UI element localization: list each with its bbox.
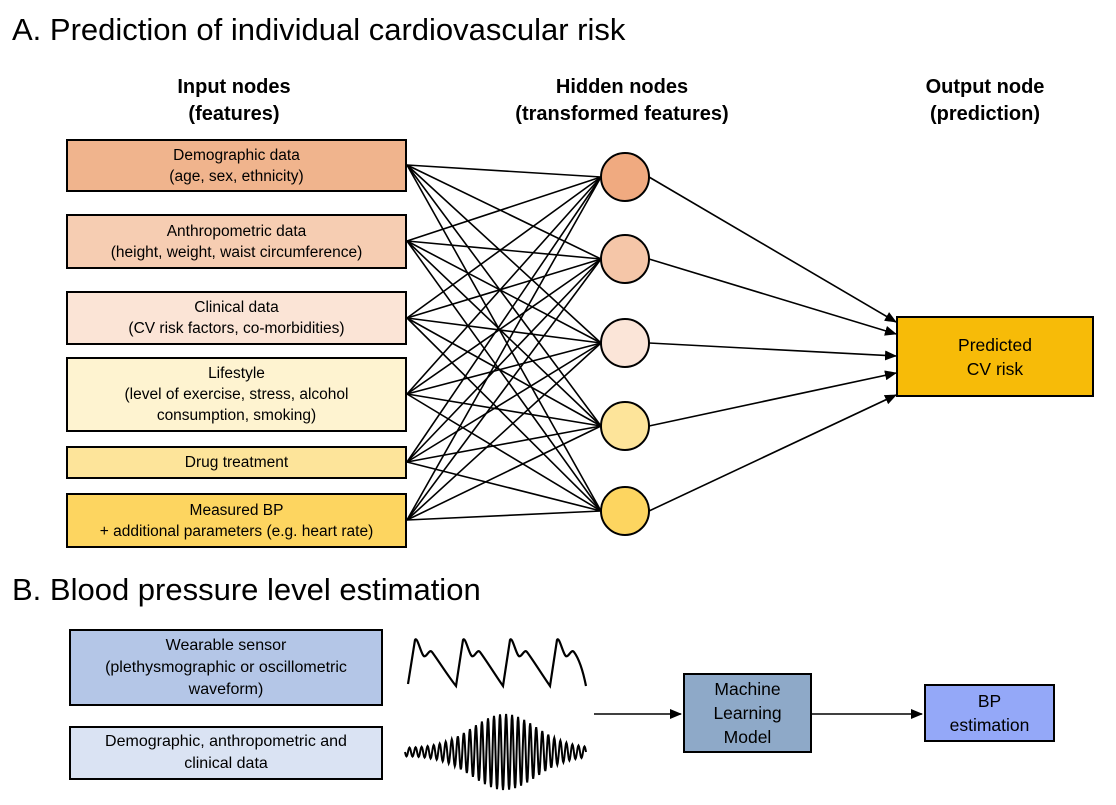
connection-line xyxy=(406,317,602,344)
demographic-data-box: Demographic, anthropometric and clinical… xyxy=(69,726,383,780)
model-label: Learning xyxy=(713,703,782,723)
input-nodes-header: Input nodes (features) xyxy=(134,74,334,128)
connection-line xyxy=(406,425,602,521)
input-box-clinical: Clinical data (CV risk factors, co-morbi… xyxy=(66,291,407,345)
bp-label: estimation xyxy=(949,715,1030,735)
connection-line xyxy=(406,164,602,178)
oscillometric-waveform-icon xyxy=(404,713,587,791)
output-header-line1: Output node xyxy=(925,76,1045,98)
input-label: (height, weight, waist circumference) xyxy=(110,243,363,261)
connection-line xyxy=(406,342,602,463)
input-label: + additional parameters (e.g. heart rate… xyxy=(99,522,374,540)
connection-line xyxy=(406,240,602,344)
connection-line xyxy=(406,164,602,344)
hidden-header-line1: Hidden nodes xyxy=(555,76,689,98)
connection-line xyxy=(406,240,602,260)
input-box-demographic: Demographic data (age, sex, ethnicity) xyxy=(66,139,407,192)
input-label: Lifestyle xyxy=(208,365,265,382)
connection-line xyxy=(406,176,602,463)
input-box-lifestyle: Lifestyle (level of exercise, stress, al… xyxy=(66,357,407,432)
input-label: Measured BP xyxy=(189,501,284,519)
hidden-output-connections xyxy=(648,176,897,512)
input-label: Clinical data xyxy=(194,299,279,316)
hidden-node xyxy=(600,486,650,536)
input-label: Drug treatment xyxy=(184,454,289,471)
output-arrow xyxy=(648,394,897,512)
hidden-nodes-header: Hidden nodes (transformed features) xyxy=(472,74,772,128)
machine-learning-model-box: Machine Learning Model xyxy=(683,673,812,753)
connection-line xyxy=(406,240,602,512)
model-label: Machine xyxy=(714,679,781,699)
connection-line xyxy=(406,258,602,319)
connection-line xyxy=(406,342,602,395)
bp-label: BP xyxy=(977,691,1002,711)
connection-line xyxy=(406,176,602,242)
hidden-node xyxy=(600,401,650,451)
connection-line xyxy=(406,176,602,521)
input-box-anthropometric: Anthropometric data (height, weight, wai… xyxy=(66,214,407,269)
connection-line xyxy=(406,240,602,427)
connection-line xyxy=(406,258,602,521)
output-arrow xyxy=(648,258,897,336)
connection-line xyxy=(406,258,602,395)
sensor-label: waveform) xyxy=(188,680,264,698)
sensor-label: Wearable sensor xyxy=(165,636,287,654)
output-box-predicted-cv-risk: Predicted CV risk xyxy=(896,316,1094,397)
connection-line xyxy=(406,393,602,427)
input-label: consumption, smoking) xyxy=(156,407,317,424)
connection-line xyxy=(406,317,602,427)
input-box-measured-bp: Measured BP + additional parameters (e.g… xyxy=(66,493,407,548)
hidden-nodes xyxy=(600,152,650,536)
input-label: (level of exercise, stress, alcohol xyxy=(124,386,349,403)
output-label: CV risk xyxy=(966,358,1024,379)
input-label: Demographic data xyxy=(173,146,300,164)
connection-line xyxy=(406,258,602,463)
output-arrow xyxy=(648,370,897,427)
section-a-title: A. Prediction of individual cardiovascul… xyxy=(12,12,626,47)
output-node-header: Output node (prediction) xyxy=(885,74,1085,128)
connection-line xyxy=(406,510,602,521)
hidden-node xyxy=(600,152,650,202)
output-header-line2: (prediction) xyxy=(930,103,1040,125)
hidden-header-line2: (transformed features) xyxy=(515,103,729,125)
input-box-drug-treatment: Drug treatment xyxy=(66,446,407,479)
connection-line xyxy=(406,164,602,427)
wearable-sensor-box: Wearable sensor (plethysmographic or osc… xyxy=(69,629,383,706)
output-label: Predicted xyxy=(958,334,1032,355)
output-arrow xyxy=(648,176,897,323)
input-header-line2: (features) xyxy=(188,103,280,125)
model-label: Model xyxy=(723,727,772,747)
hidden-node xyxy=(600,318,650,368)
connection-line xyxy=(406,164,602,512)
connection-line xyxy=(406,461,602,512)
connection-line xyxy=(406,176,602,395)
input-header-line1: Input nodes xyxy=(177,76,291,98)
hidden-node xyxy=(600,234,650,284)
data-label: clinical data xyxy=(184,755,268,772)
section-b-title: B. Blood pressure level estimation xyxy=(12,572,481,607)
sensor-label: (plethysmographic or oscillometric xyxy=(105,658,347,676)
connection-line xyxy=(406,164,602,260)
input-hidden-connections xyxy=(406,164,602,521)
input-label: Anthropometric data xyxy=(166,222,307,240)
connection-line xyxy=(406,342,602,521)
connection-line xyxy=(406,425,602,463)
input-label: (CV risk factors, co-morbidities) xyxy=(128,320,345,337)
connection-line xyxy=(406,176,602,319)
output-arrow xyxy=(648,342,897,361)
connection-line xyxy=(406,317,602,512)
data-label: Demographic, anthropometric and xyxy=(105,733,347,750)
pulse-waveform-icon xyxy=(406,638,588,689)
bp-estimation-box: BP estimation xyxy=(924,684,1055,742)
input-label: (age, sex, ethnicity) xyxy=(169,167,304,185)
